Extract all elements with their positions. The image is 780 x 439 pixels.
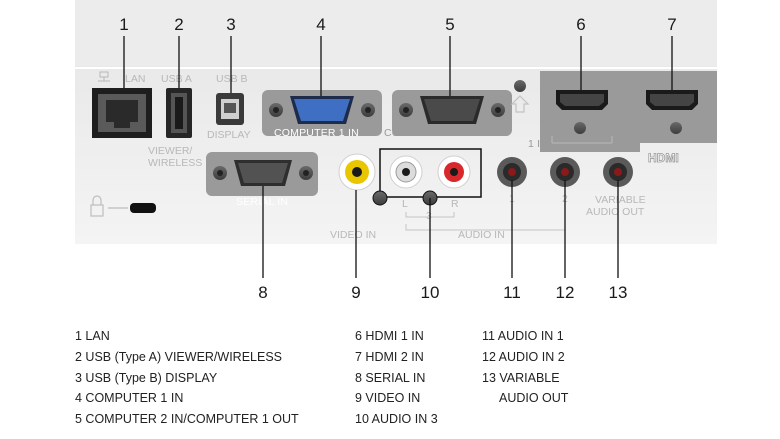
audio-3-label: 3 bbox=[426, 210, 432, 222]
hdmi2-port bbox=[646, 90, 698, 134]
callout-9: 9 bbox=[351, 283, 360, 302]
computer2-in-port bbox=[399, 96, 505, 124]
computer1-panel-label: COMPUTER 1 IN bbox=[274, 127, 359, 139]
usb-b-panel-label: USB B bbox=[216, 73, 248, 85]
callout-10: 10 bbox=[421, 283, 440, 302]
audio-in-panel-label: AUDIO IN bbox=[458, 229, 505, 241]
callout-8: 8 bbox=[258, 283, 267, 302]
computer1-in-port bbox=[269, 96, 375, 124]
callout-5: 5 bbox=[445, 15, 454, 34]
viewer-panel-label: VIEWER/ bbox=[148, 145, 192, 157]
device-top-strip bbox=[75, 0, 717, 70]
hdmi-logo: HDMI bbox=[648, 151, 679, 165]
audio3-left-jack bbox=[389, 155, 423, 189]
audio3-right-jack bbox=[437, 155, 471, 189]
up-arrow-icon bbox=[510, 95, 530, 113]
lan-icon bbox=[98, 71, 110, 82]
usb-a-port bbox=[166, 88, 192, 138]
legend-column-3: 11 AUDIO IN 1 12 AUDIO IN 2 13 VARIABLE … bbox=[482, 326, 568, 409]
legend-item: 3 USB (Type B) DISPLAY bbox=[75, 370, 218, 385]
lock-icon bbox=[90, 195, 128, 217]
callout-6: 6 bbox=[576, 15, 585, 34]
callout-13: 13 bbox=[609, 283, 628, 302]
legend-item: 7 HDMI 2 IN bbox=[355, 349, 424, 364]
audio-r-label: R bbox=[451, 198, 459, 210]
callout-11: 11 bbox=[503, 283, 521, 302]
legend-item: 4 COMPUTER 1 IN bbox=[75, 391, 184, 406]
audio-out-panel-label: AUDIO OUT bbox=[586, 206, 645, 218]
legend-item: 1 LAN bbox=[75, 329, 110, 343]
hdmi1-port bbox=[556, 90, 608, 134]
legend-item: 13 VARIABLE bbox=[482, 370, 560, 385]
security-slot bbox=[130, 203, 156, 213]
audio1-jack bbox=[497, 157, 527, 187]
callout-7: 7 bbox=[667, 15, 676, 34]
callout-4: 4 bbox=[316, 15, 325, 34]
audio-out-jack bbox=[603, 157, 633, 187]
legend-item: 2 USB (Type A) VIEWER/WIRELESS bbox=[75, 349, 283, 364]
legend-item: 9 VIDEO IN bbox=[355, 391, 421, 406]
ground-screw bbox=[514, 80, 526, 92]
legend-item: 12 AUDIO IN 2 bbox=[482, 349, 565, 364]
usb-b-port bbox=[216, 93, 244, 125]
screw-left bbox=[372, 190, 388, 206]
callout-3: 3 bbox=[226, 15, 235, 34]
legend-item: 8 SERIAL IN bbox=[355, 370, 426, 385]
lan-panel-label: LAN bbox=[125, 73, 145, 85]
computer2-panel-label: COMPUTER 2 IN / 1 OUT bbox=[384, 127, 511, 139]
legend-item: 11 AUDIO IN 1 bbox=[482, 329, 564, 343]
wireless-panel-label: WIRELESS bbox=[148, 157, 202, 169]
device-bottom bbox=[75, 244, 717, 252]
video-in-panel-label: VIDEO IN bbox=[330, 229, 376, 241]
callout-12: 12 bbox=[556, 283, 575, 302]
usb-a-panel-label: USB A bbox=[161, 73, 192, 85]
hdmi-2in-label: 2 IN bbox=[618, 138, 638, 150]
connector-panel-diagram: LAN USB A VIEWER/ WIRELESS USB B DISPLAY… bbox=[75, 0, 717, 302]
serial-in-port bbox=[213, 160, 313, 186]
legend-column-2: 6 HDMI 1 IN 7 HDMI 2 IN 8 SERIAL IN 9 VI… bbox=[355, 326, 438, 430]
display-panel-label: DISPLAY bbox=[207, 129, 251, 141]
legend-item: AUDIO OUT bbox=[499, 391, 569, 406]
legend-item: 5 COMPUTER 2 IN/COMPUTER 1 OUT bbox=[75, 412, 299, 427]
callout-2: 2 bbox=[174, 15, 183, 34]
hdmi-1in-label: 1 IN bbox=[528, 138, 548, 150]
lan-port bbox=[92, 88, 152, 138]
legend-column-1: 1 LAN 2 USB (Type A) VIEWER/WIRELESS 3 U… bbox=[75, 326, 299, 430]
video-in-jack bbox=[338, 153, 376, 191]
legend-item: 10 AUDIO IN 3 bbox=[355, 412, 438, 427]
legend-item: 6 HDMI 1 IN bbox=[355, 329, 424, 343]
variable-panel-label: VARIABLE bbox=[595, 194, 646, 206]
audio2-jack bbox=[550, 157, 580, 187]
serial-panel-label: SERIAL IN bbox=[236, 196, 288, 208]
callout-1: 1 bbox=[119, 15, 128, 34]
audio-l-label: L bbox=[402, 198, 408, 210]
